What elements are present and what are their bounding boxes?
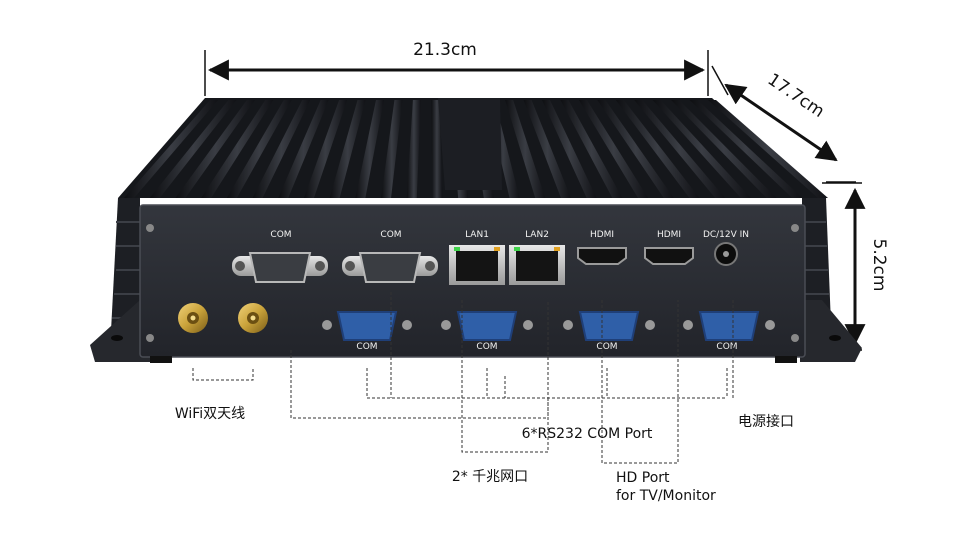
heatsink-fin: [523, 100, 571, 198]
heatsink-fin: [175, 100, 255, 198]
hdmi-port-2: HDMI: [644, 230, 694, 265]
heatsink-fin: [578, 100, 649, 198]
svg-text:LAN2: LAN2: [525, 230, 549, 240]
heatsink-fin: [355, 100, 384, 198]
height-label: 5.2cm: [869, 239, 889, 292]
com-port-bottom-2: COM: [441, 311, 533, 352]
heatsink-fin: [634, 100, 726, 198]
heatsink-fin: [201, 100, 274, 198]
top-label-plate: [438, 98, 502, 190]
heatsink-fin: [252, 100, 311, 198]
depth-label: 17.7cm: [764, 70, 828, 122]
heatsink-fin: [226, 100, 292, 198]
wifi-annotation: WiFi双天线: [175, 406, 245, 422]
hd-port-annotation-line1: HD Port: [616, 470, 670, 486]
svg-text:COM: COM: [596, 342, 617, 352]
power-annotation: 电源接口: [738, 413, 794, 430]
hd-port-annotation-line2: for TV/Monitor: [616, 488, 716, 504]
svg-text:DC/12V IN: DC/12V IN: [703, 230, 749, 240]
heatsink-fin: [615, 100, 700, 198]
wifi-antenna-connector-1: [178, 303, 208, 333]
callout-lines: [192, 292, 734, 464]
com-port-bottom-1: COM: [322, 311, 412, 352]
heatsink-fin: [303, 100, 348, 198]
heatsink-fin: [406, 100, 421, 198]
lan-port-2: LAN2: [509, 230, 565, 285]
heatsink-fin: [381, 100, 403, 198]
dc-power-jack: DC/12V IN: [703, 230, 749, 266]
svg-text:COM: COM: [476, 342, 497, 352]
heatsink-fin: [431, 100, 443, 198]
heatsink-fin: [505, 100, 546, 198]
com-port-top-right: COM: [342, 230, 438, 283]
svg-text:COM: COM: [716, 342, 737, 352]
width-label: 21.3cm: [413, 40, 477, 60]
heatsink-fin: [124, 100, 218, 198]
svg-text:COM: COM: [356, 342, 377, 352]
com-port-top-left: COM: [232, 230, 328, 283]
heatsink-fin: [708, 100, 828, 198]
heatsink-fin: [597, 100, 674, 198]
heatsink-fin: [689, 100, 803, 198]
heatsink-fin: [652, 100, 751, 198]
lan-port-1: LAN1: [449, 230, 505, 285]
dimension-width: 21.3cm: [204, 40, 709, 96]
wifi-antenna-connector-2: [238, 303, 268, 333]
heatsink-fin: [671, 100, 777, 198]
heatsink-fin: [560, 100, 623, 198]
com-port-bottom-3: COM: [563, 311, 655, 352]
com-port-bottom-4: COM: [683, 311, 775, 352]
rs232-annotation: 6*RS232 COM Port: [522, 426, 653, 442]
svg-text:HDMI: HDMI: [657, 230, 681, 240]
heatsink-fin: [149, 100, 237, 198]
heatsink-fin: [278, 100, 329, 198]
lan-annotation: 2* 千兆网口: [452, 469, 528, 485]
svg-text:COM: COM: [270, 230, 291, 240]
svg-text:HDMI: HDMI: [590, 230, 614, 240]
heatsink-fin: [542, 100, 597, 198]
svg-text:COM: COM: [380, 230, 401, 240]
hdmi-port-1: HDMI: [577, 230, 627, 265]
heatsink-fin: [329, 100, 366, 198]
svg-text:LAN1: LAN1: [465, 230, 489, 240]
mount-flange-right: [800, 300, 862, 362]
heatsink-fins: [118, 98, 828, 198]
